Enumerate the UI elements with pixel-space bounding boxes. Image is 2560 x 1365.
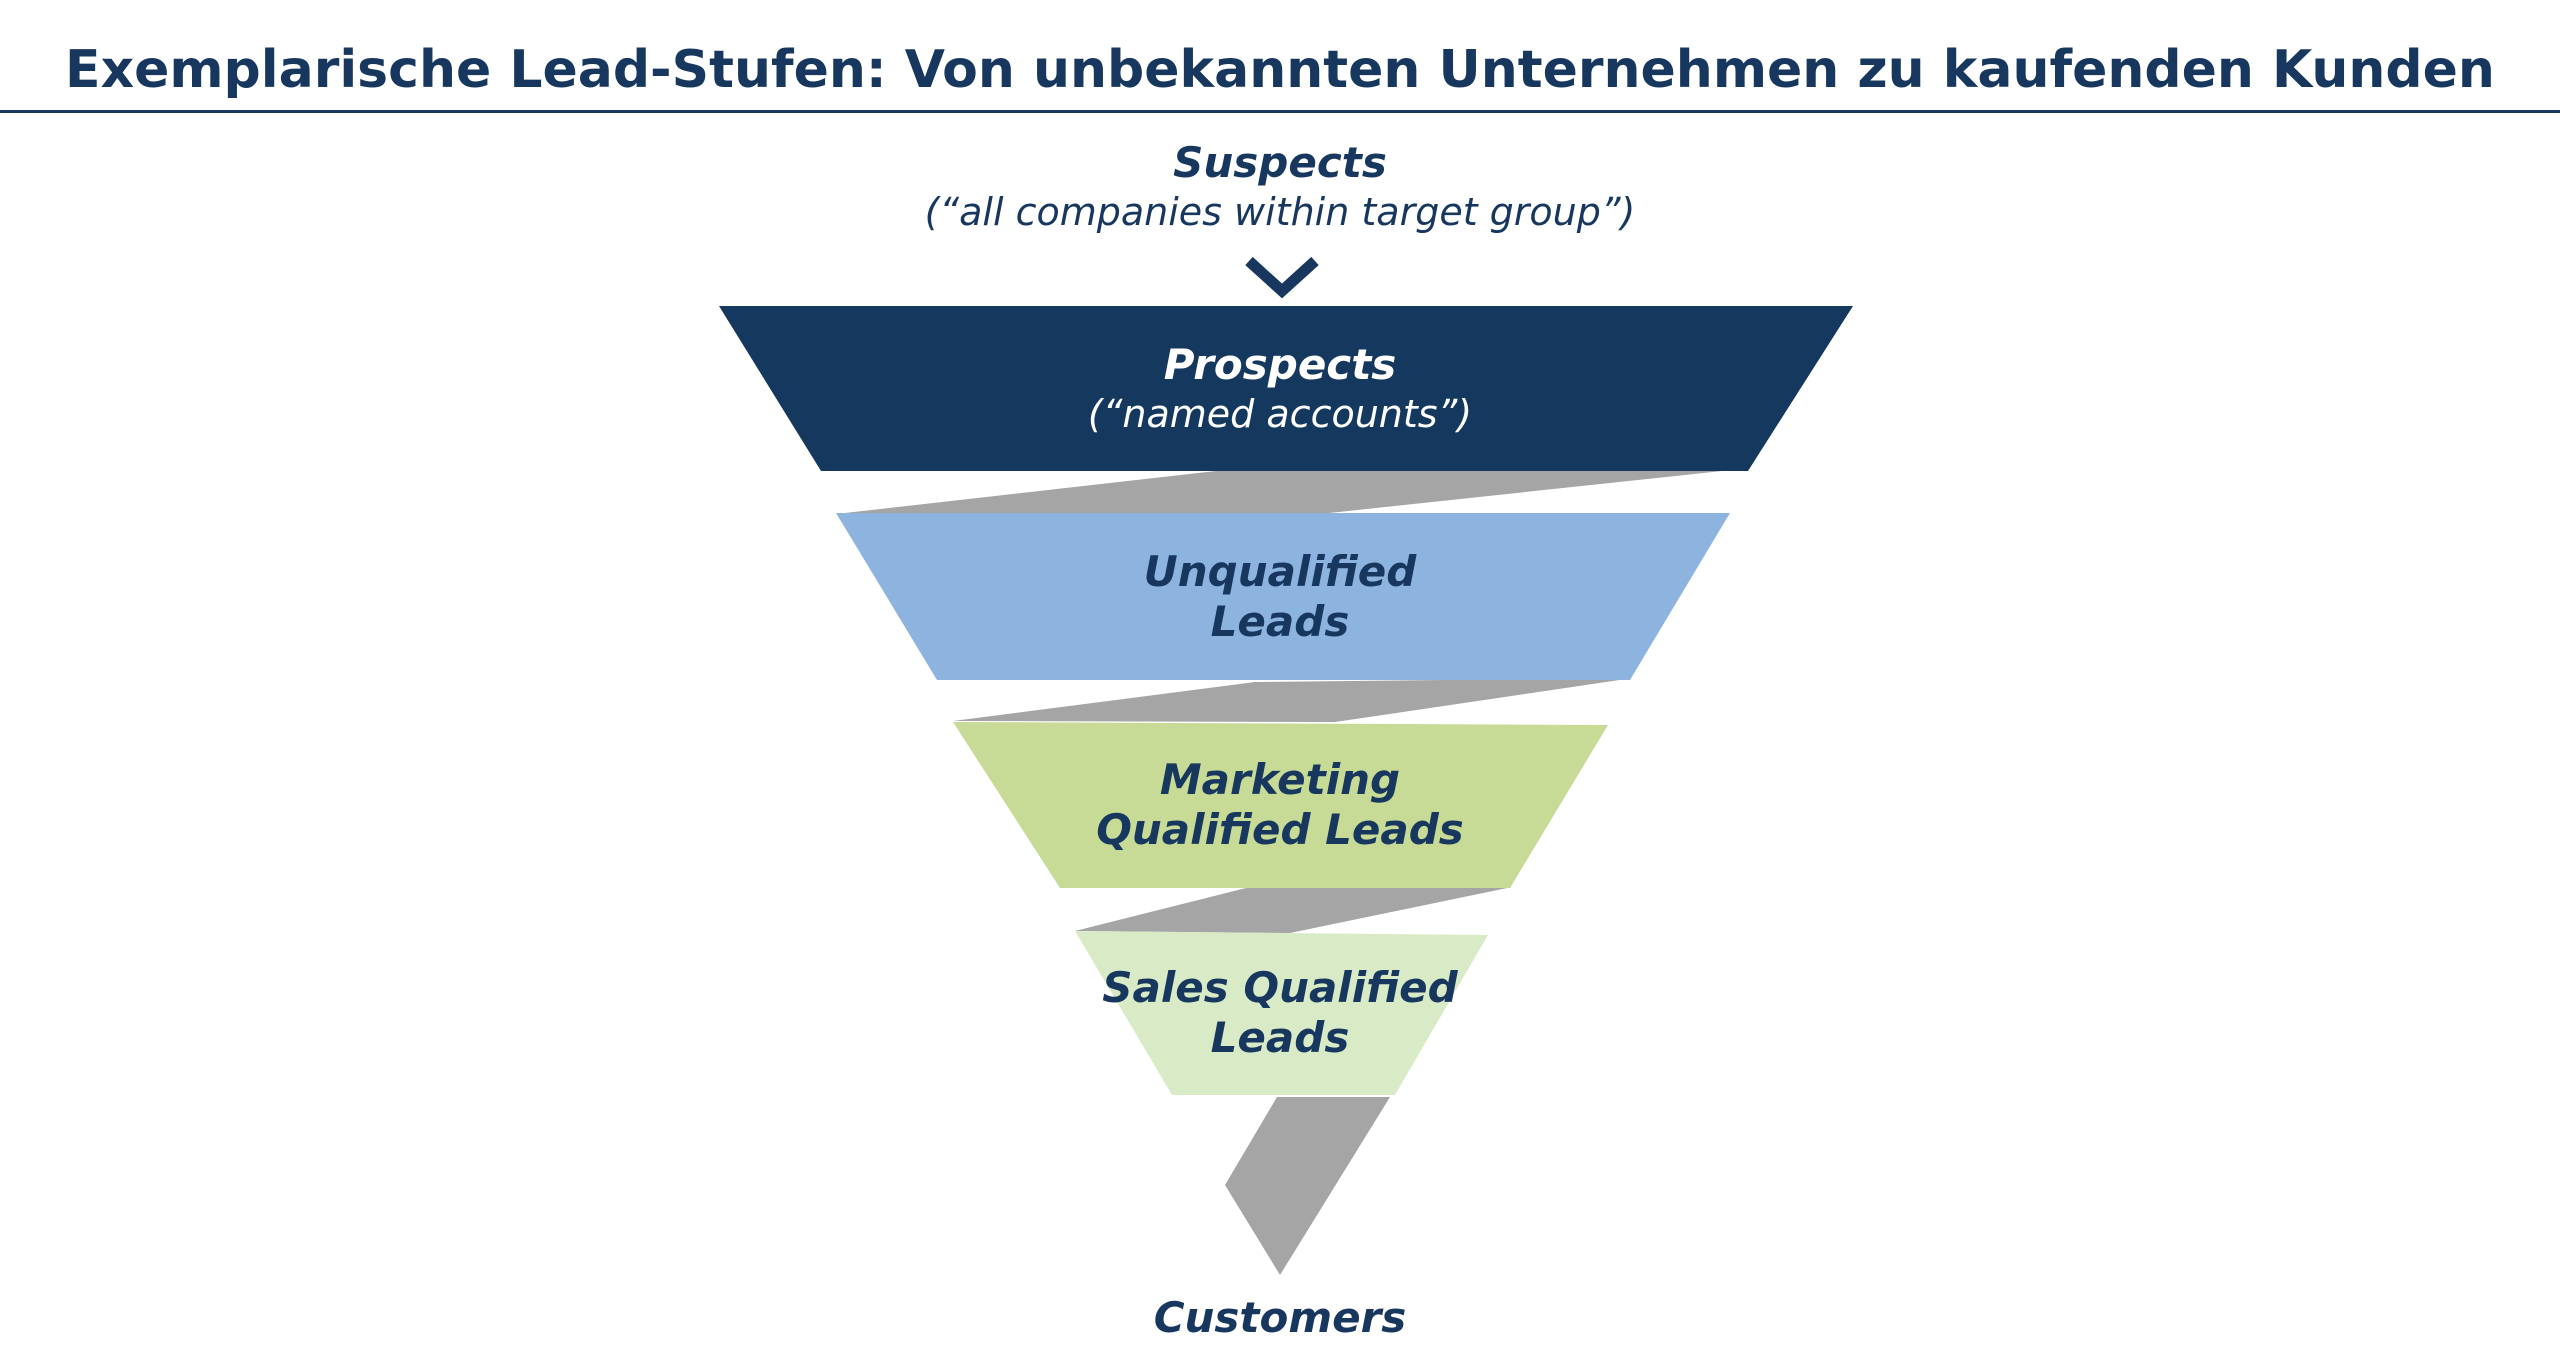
stage-marketing-qualified-leads-shape	[953, 722, 1608, 888]
title-divider	[0, 110, 2560, 113]
stage-sales-qualified-leads-label-line2: Leads	[1210, 1013, 1350, 1062]
funnel-connector-3	[1075, 887, 1512, 933]
stage-unqualified-leads-label-line1: Unqualified	[1143, 546, 1417, 596]
stage-sales-qualified-leads-label-line1: Sales Qualified	[1102, 963, 1458, 1012]
stage-prospects-shape	[719, 306, 1853, 471]
funnel-connector-2	[953, 678, 1633, 722]
suspects-label-block: Suspects (“all companies within target g…	[0, 132, 2560, 242]
stage-marketing-qualified-leads-label-line1: Marketing	[1159, 755, 1401, 804]
customers-label-block: Customers	[0, 1290, 2560, 1346]
chevron-down-icon	[1245, 256, 1319, 299]
stage-unqualified-leads-label-block: Unqualified Leads	[0, 513, 2560, 680]
stage-sales-qualified-leads-shape	[1075, 931, 1488, 1095]
stage-marketing-qualified-leads-label-line2: Qualified Leads	[1096, 805, 1464, 854]
stage-marketing-qualified-leads-label-block: Marketing Qualified Leads	[0, 722, 2560, 888]
funnel-connector-1	[836, 462, 1750, 517]
stage-prospects-label: Prospects	[1163, 339, 1397, 389]
suspects-label: Suspects	[1173, 138, 1387, 187]
stage-sales-qualified-leads-label-block: Sales Qualified Leads	[0, 931, 2560, 1095]
stage-prospects-sublabel: (“named accounts”)	[1087, 391, 1473, 436]
funnel-spout	[1225, 1097, 1390, 1275]
stage-prospects-label-block: Prospects (“named accounts”)	[0, 306, 2560, 471]
customers-label: Customers	[1153, 1293, 1407, 1342]
stage-unqualified-leads-label-line2: Leads	[1210, 596, 1350, 646]
stage-unqualified-leads-shape	[836, 513, 1730, 680]
page-title: Exemplarische Lead-Stufen: Von unbekannt…	[65, 40, 2495, 100]
suspects-sublabel: (“all companies within target group”)	[924, 190, 1636, 234]
